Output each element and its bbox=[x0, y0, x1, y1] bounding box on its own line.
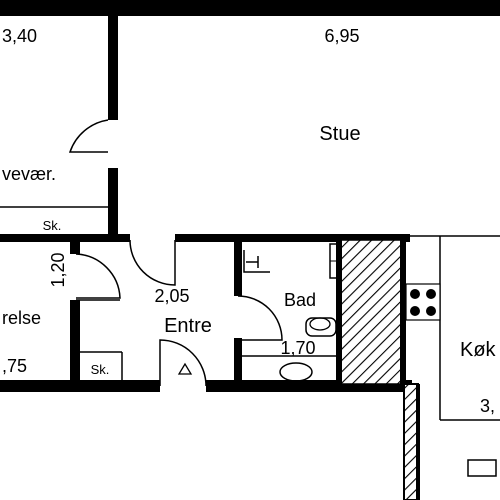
entrance-arrow-icon bbox=[177, 362, 193, 375]
hatched-shaft bbox=[337, 239, 405, 385]
sink-icon bbox=[279, 362, 313, 382]
room-label-stue: Stue bbox=[319, 123, 360, 145]
dim-left-bottom: ,75 bbox=[2, 356, 27, 376]
outer-wall-lower-right bbox=[403, 383, 419, 500]
stove-burner-icon bbox=[426, 306, 436, 316]
wall-bedroom-entre-top bbox=[70, 240, 80, 254]
outer-wall-top bbox=[0, 0, 500, 16]
wall-shaft-kitchen bbox=[400, 236, 406, 384]
kitchen-stove bbox=[405, 283, 441, 321]
wall-left-room-stue-lower bbox=[108, 168, 118, 240]
wall-entre-bad-lower bbox=[234, 338, 242, 382]
door-swing-vaerelse bbox=[68, 119, 109, 153]
wall-bedroom-entre bbox=[70, 300, 80, 382]
stove-burner-icon bbox=[410, 289, 420, 299]
dim-bad: 1,70 bbox=[280, 338, 315, 358]
room-label-entre: Entre bbox=[164, 315, 212, 337]
outer-wall-right-edge bbox=[416, 384, 420, 500]
wall-bad-shaft bbox=[336, 240, 342, 384]
dim-right-bottom: 3, bbox=[480, 396, 495, 416]
kitchen-sink-icon bbox=[467, 459, 497, 477]
wall-left-room-stue bbox=[108, 16, 118, 120]
room-label-koekken: Køk bbox=[460, 339, 497, 361]
door-swing-bad bbox=[237, 295, 283, 341]
wall-middle-stue-right bbox=[240, 234, 410, 242]
shower-icon bbox=[243, 250, 270, 273]
room-label-vaerelse: vevær. bbox=[2, 164, 56, 184]
wall-middle-left bbox=[0, 234, 130, 242]
room-label-sovevaerelse: relse bbox=[2, 308, 41, 328]
stove-burner-icon bbox=[426, 289, 436, 299]
wall-middle-stue-left bbox=[175, 234, 243, 242]
room-label-bad: Bad bbox=[284, 290, 316, 310]
dim-entre: 2,05 bbox=[154, 286, 189, 306]
wall-entre-bad bbox=[234, 240, 242, 296]
door-swing-bedroom bbox=[75, 253, 121, 299]
dim-top-center: 6,95 bbox=[324, 26, 359, 46]
outer-wall-bottom-left bbox=[0, 380, 160, 392]
dim-left-vertical: 1,20 bbox=[48, 252, 68, 287]
door-swing-entre-stue bbox=[129, 239, 176, 286]
closet-label-lower: Sk. bbox=[91, 362, 110, 377]
closet-label-upper: Sk. bbox=[43, 218, 62, 233]
stove-burner-icon bbox=[410, 306, 420, 316]
door-swing-front bbox=[159, 339, 207, 387]
toilet-bowl-icon bbox=[309, 317, 331, 331]
dim-top-left: 3,40 bbox=[2, 26, 37, 46]
